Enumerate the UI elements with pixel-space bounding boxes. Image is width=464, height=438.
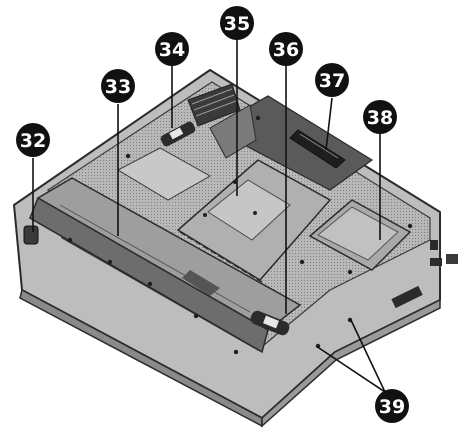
callout-35-label: 35 [224, 13, 250, 35]
docking-connector [289, 129, 346, 169]
callout-36-label: 36 [273, 39, 299, 61]
memory-cover [176, 159, 332, 283]
callout-35: 35 [220, 6, 254, 40]
battery-latch [160, 121, 196, 147]
callout-39: 39 [375, 389, 409, 423]
security-slot [23, 225, 39, 245]
side-panel [116, 147, 212, 201]
callout-33-label: 33 [105, 76, 131, 98]
callout-34: 34 [155, 32, 189, 66]
callout-34-label: 34 [159, 39, 185, 61]
callout-39-label: 39 [379, 396, 405, 418]
leader-lines [32, 40, 386, 393]
callout-37: 37 [315, 63, 349, 97]
callout-38: 38 [363, 100, 397, 134]
side-ports [391, 240, 458, 309]
vent-grille [187, 83, 241, 127]
callout-38-label: 38 [367, 107, 393, 129]
callout-33: 33 [101, 69, 135, 103]
callout-32-label: 32 [20, 130, 46, 152]
screws [67, 115, 413, 355]
hard-drive-latch [250, 310, 290, 336]
battery [29, 177, 302, 354]
callout-37-label: 37 [319, 70, 345, 92]
mini-pci-cover [308, 199, 412, 271]
callout-32: 32 [16, 123, 50, 157]
callout-36: 36 [269, 32, 303, 66]
